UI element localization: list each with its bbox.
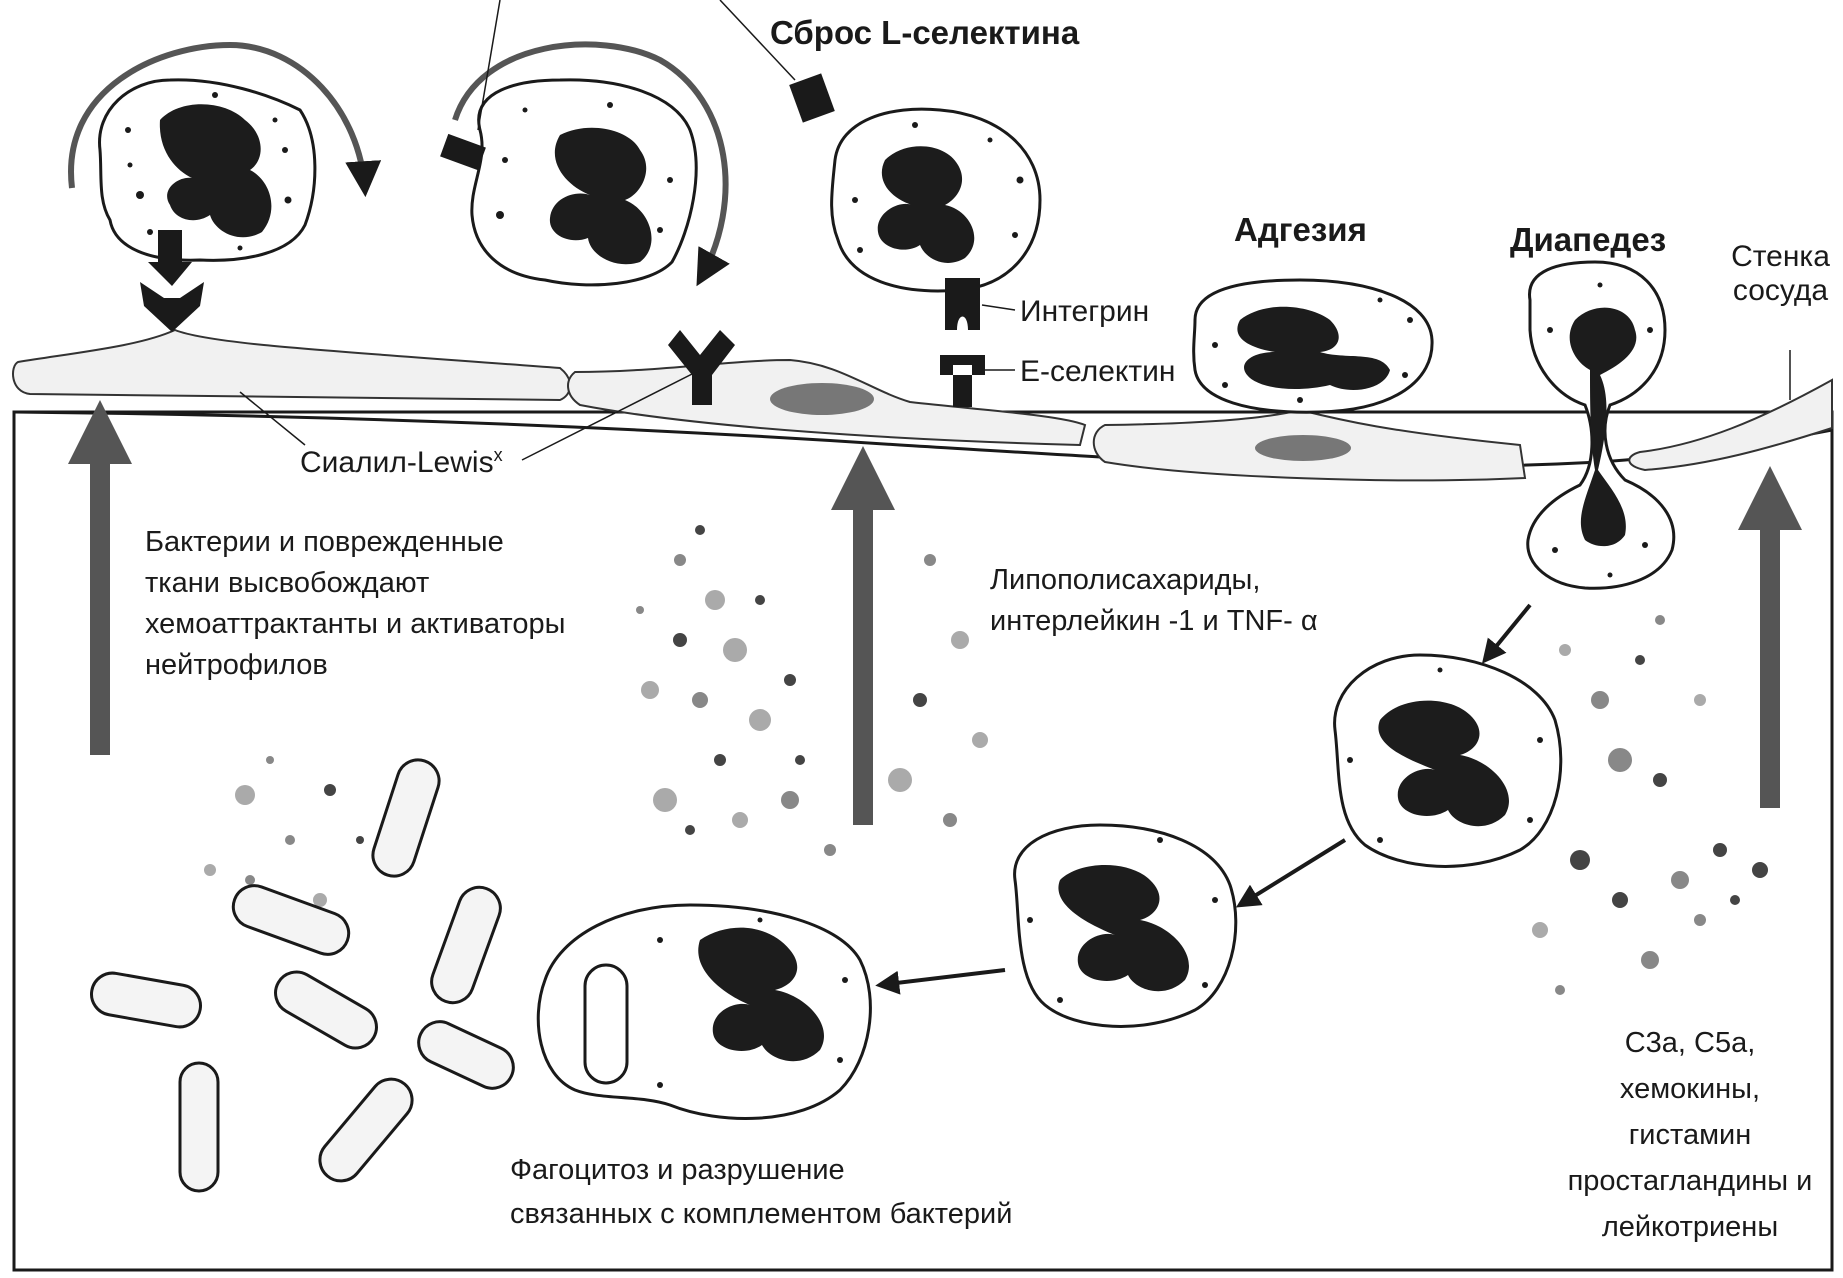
neutrophil-migrating-2 — [1015, 825, 1236, 1026]
label-e-selectin: Е-селектин — [1020, 355, 1175, 389]
mediator-particles-right — [1532, 615, 1768, 995]
label-l-selectin-shedding: Сброс L-селектина — [770, 16, 1079, 50]
bacteria — [88, 754, 520, 1191]
bacterium — [367, 754, 444, 881]
bacterium — [268, 964, 384, 1055]
label-lps-cytokines: Липополисахариды, интерлейкин -1 и TNF- … — [990, 560, 1318, 642]
mediator-particles-middle — [636, 525, 988, 856]
neutrophil-rolling-2 — [440, 80, 696, 285]
neutrophil-migrating-1 — [1335, 655, 1561, 866]
neutrophil-phagocytosing — [538, 905, 870, 1119]
integrin-pointer — [982, 305, 1015, 310]
label-phagocytosis: Фагоцитоз и разрушение связанных с компл… — [510, 1148, 1012, 1236]
bacterium — [311, 1071, 420, 1190]
bacterium — [180, 1063, 218, 1191]
endothelial-nucleus — [1255, 435, 1351, 461]
neutrophil-adhering — [1194, 280, 1432, 412]
endothelial-nucleus — [770, 383, 874, 415]
endothelial-cell — [1629, 380, 1832, 470]
migration-arrow — [1485, 605, 1530, 660]
bacterium — [426, 881, 507, 1008]
bacterium — [412, 1015, 520, 1095]
label-vessel-wall: Стенка сосуда — [1718, 240, 1843, 308]
label-sialyl-lewis: Сиалил-Lewisx — [300, 438, 503, 480]
label-adhesion: Адгезия — [1234, 213, 1367, 247]
sialyl-lewis-superscript: x — [494, 445, 503, 465]
migration-arrow — [1240, 840, 1345, 905]
label-integrin: Интегрин — [1020, 295, 1149, 329]
label-mediators: С3а, С5а, хемокины, гистамин простагланд… — [1540, 1020, 1840, 1250]
migration-arrow — [880, 970, 1005, 985]
label-diapedesis: Диапедез — [1510, 223, 1666, 257]
bacterium — [227, 880, 354, 961]
neutrophil-shedding — [789, 73, 1040, 407]
mediator-particles-left — [204, 756, 364, 907]
sialyl-lewis-text: Сиалил-Lewis — [300, 446, 494, 479]
label-bacteria-release: Бактерии и поврежденные ткани высвобожда… — [145, 522, 566, 686]
bacterium — [88, 970, 204, 1030]
endothelial-cell — [13, 330, 570, 400]
neutrophil-diapedesis — [1528, 262, 1674, 588]
neutrophil-rolling — [100, 80, 315, 332]
